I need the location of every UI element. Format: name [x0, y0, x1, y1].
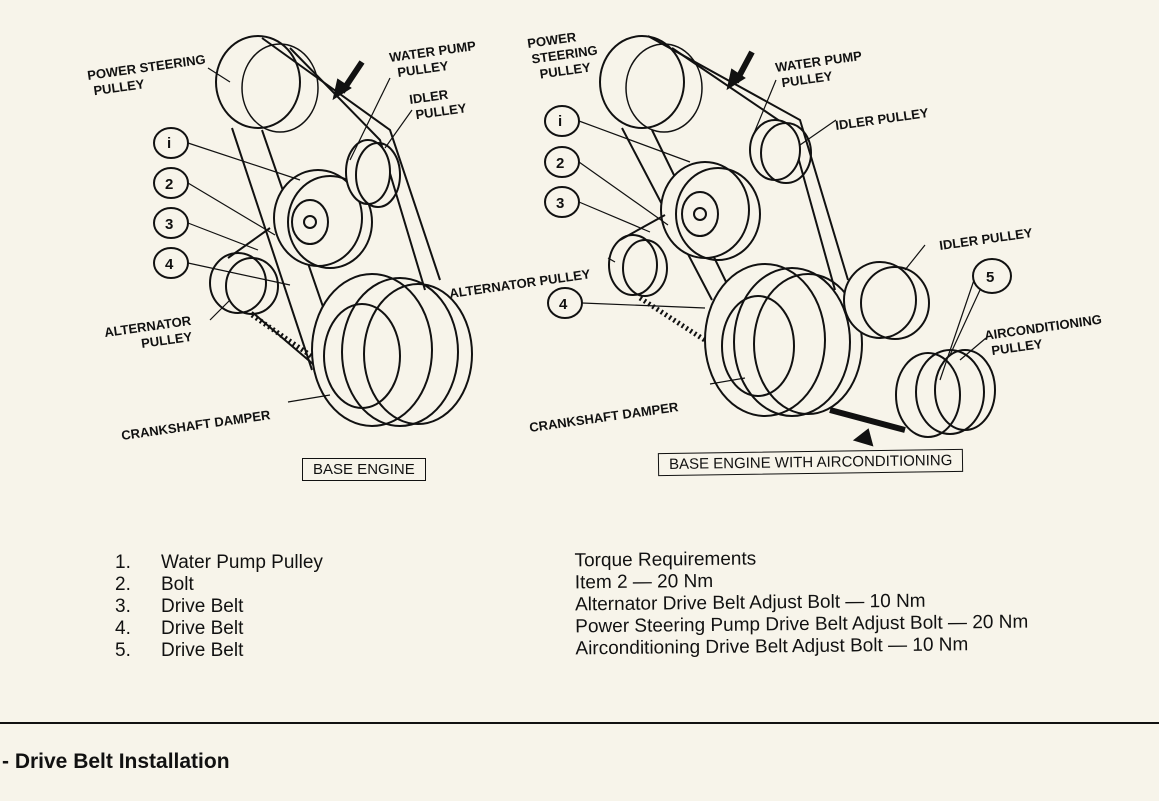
label-idler-top-right: IDLER PULLEY — [834, 105, 929, 133]
legend-item: 1.Water Pump Pulley — [115, 552, 323, 573]
alternator-pulley-right — [608, 234, 658, 296]
callout-1-right: i — [558, 113, 562, 130]
idler-pulley-left — [345, 139, 391, 205]
label-idler-lower-right: IDLER PULLEY — [938, 225, 1033, 253]
parts-legend: 1.Water Pump Pulley 2.Bolt 3.Drive Belt … — [115, 552, 323, 662]
torque-requirements: Torque Requirements Item 2 — 20 Nm Alter… — [574, 546, 1028, 661]
label-crankshaft-right: CRANKSHAFT DAMPER — [528, 399, 679, 435]
callout-2-left: 2 — [165, 176, 173, 193]
callout-3-left: 3 — [165, 216, 173, 233]
crankshaft-damper-left — [311, 273, 433, 427]
label-alternator-right: ALTERNATOR PULLEY — [448, 266, 591, 301]
alternator-pulley-left — [209, 252, 267, 314]
section-title: - Drive Belt Installation — [2, 750, 230, 773]
callout-5-right: 5 — [986, 269, 994, 286]
callout-1-left: i — [167, 135, 171, 152]
power-steering-pulley-right — [599, 35, 685, 129]
label-idler-left: IDLER PULLEY — [408, 84, 467, 122]
label-power-steering-right: POWER STEERING PULLEY — [526, 26, 604, 83]
label-water-pump-left: WATER PUMP PULLEY — [388, 38, 482, 81]
legend-item: 5.Drive Belt — [115, 640, 244, 661]
callout-2-right: 2 — [556, 155, 564, 172]
caption-base-engine: BASE ENGINE — [302, 458, 426, 481]
callout-4-right: 4 — [559, 296, 568, 313]
callout-4-left: 4 — [165, 256, 174, 273]
idler-pulley-top-right — [749, 119, 801, 181]
label-aircon-right: AIRCONDITIONING PULLEY — [983, 311, 1108, 359]
legend-item: 3.Drive Belt — [115, 596, 244, 617]
aircon-pulley-right — [895, 352, 961, 438]
belt-diagrams: POWER STEERING PULLEY WATER PUMP PULLEY … — [86, 26, 1108, 447]
torque-item: Airconditioning Drive Belt Adjust Bolt —… — [575, 634, 969, 660]
section-divider — [0, 722, 1159, 724]
crankshaft-damper-right — [704, 263, 826, 417]
label-alternator-left: ALTERNATOR PULLEY — [103, 312, 197, 355]
power-steering-pulley-left — [215, 35, 301, 129]
legend-item: 2.Bolt — [115, 574, 194, 595]
label-crankshaft-left: CRANKSHAFT DAMPER — [120, 407, 271, 443]
idler-pulley-lower-right — [843, 261, 917, 339]
caption-base-engine-ac: BASE ENGINE WITH AIRCONDITIONING — [657, 448, 964, 477]
legend-item: 4.Drive Belt — [115, 618, 244, 639]
callout-3-right: 3 — [556, 195, 564, 212]
label-water-pump-right: WATER PUMP PULLEY — [774, 48, 868, 91]
label-power-steering-left: POWER STEERING PULLEY — [86, 51, 212, 99]
